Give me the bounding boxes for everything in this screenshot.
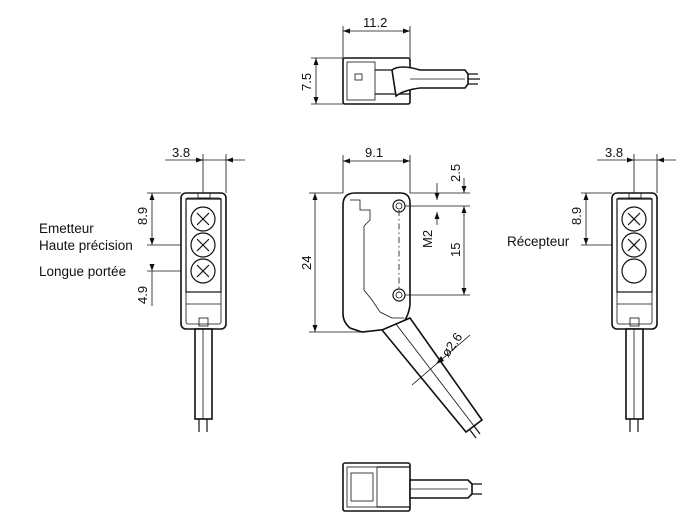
top-view-lens-block <box>346 61 376 101</box>
emitter-label: Emetteur <box>39 221 94 236</box>
receiver-front-view: 3.8 8.9 Récepteur <box>507 145 676 432</box>
dim-top-height: 7.5 <box>299 73 314 91</box>
emitter-wires <box>198 419 208 432</box>
receiver-cable <box>625 328 644 420</box>
side-view-wires <box>469 425 481 439</box>
dim-emitter-upper: 8.9 <box>135 207 150 225</box>
dim-side-width: 9.1 <box>365 145 383 160</box>
emitter-precision-label: Haute précision <box>39 238 133 253</box>
side-view-cable <box>380 317 484 434</box>
side-view: 9.1 24 2.5 15 M2 ø2.6 <box>299 145 484 439</box>
dim-thread: M2 <box>420 230 435 248</box>
dim-receiver-offset: 3.8 <box>605 145 623 160</box>
dim-side-height: 24 <box>299 256 314 270</box>
dim-top-width: 11.2 <box>363 15 387 30</box>
emitter-lens-2 <box>190 232 216 258</box>
receiver-lens-window <box>616 198 653 293</box>
top-view-cable <box>391 66 469 98</box>
receiver-lens-2 <box>621 232 647 258</box>
receiver-body <box>611 192 658 330</box>
receiver-lens-1 <box>621 206 647 232</box>
dim-emitter-offset: 3.8 <box>172 145 190 160</box>
emitter-cable <box>194 328 213 420</box>
emitter-lens-3 <box>190 258 216 284</box>
bottom-view-body <box>342 462 411 512</box>
top-view-marker <box>354 73 363 81</box>
receiver-wires <box>629 419 639 432</box>
emitter-body <box>180 192 227 330</box>
bottom-view-wires <box>472 483 482 495</box>
emitter-lens-window <box>185 198 222 293</box>
dim-emitter-lower: 4.9 <box>135 286 150 304</box>
top-view-wires <box>468 73 480 85</box>
emitter-range-label: Longue portée <box>39 264 126 279</box>
dim-hole-spacing: 15 <box>448 243 463 257</box>
dim-receiver-upper: 8.9 <box>569 207 584 225</box>
top-view: 11.2 7.5 <box>299 15 480 105</box>
side-view-body <box>342 192 411 333</box>
receiver-lens-3 <box>621 258 647 284</box>
dim-cable-diameter: ø2.6 <box>438 330 465 360</box>
emitter-front-view: 3.8 8.9 4.9 Emetteur Haute précision Lon… <box>39 145 245 432</box>
dim-side-top: 2.5 <box>448 164 463 182</box>
receiver-label: Récepteur <box>507 234 570 249</box>
emitter-lens-1 <box>190 206 216 232</box>
bottom-view <box>342 462 482 512</box>
